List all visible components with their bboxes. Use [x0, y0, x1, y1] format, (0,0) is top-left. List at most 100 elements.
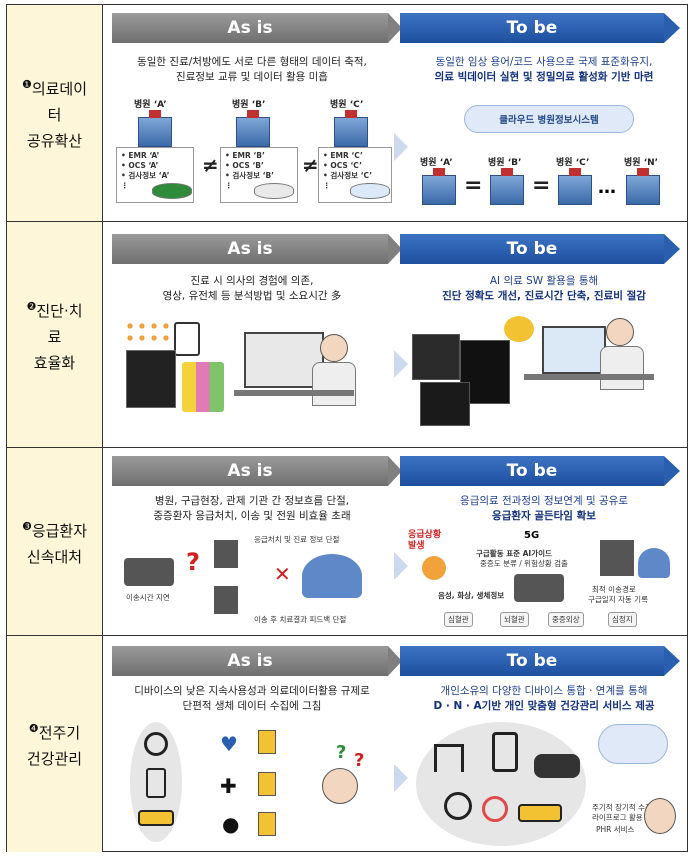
medical-staff-icon — [638, 548, 670, 578]
database-lock-icon — [258, 812, 276, 836]
as-is-description: 동일한 진료/처방에도 서로 다른 형태의 데이터 축적, 진료정보 교류 및 … — [137, 56, 367, 83]
database-icon — [152, 183, 192, 199]
hospital-building-icon — [138, 110, 172, 147]
x-mark: ✕ — [274, 562, 291, 586]
question-mark: ? — [336, 742, 347, 763]
hospital-label: 병원 ‘B’ — [488, 158, 522, 168]
arrow-right-icon — [394, 133, 408, 161]
as-is-banner: As is — [112, 456, 402, 486]
note-feedback-disconnect: 이송 후 치료결과 피드백 단절 — [254, 615, 347, 624]
home-icon — [434, 744, 464, 772]
note-severity: 중증도 분류 / 위험상황 검출 — [480, 559, 568, 568]
row-label-line: 신속대처 — [26, 547, 83, 566]
row-label-line: 건강관리 — [26, 750, 83, 768]
note-lifelog: 주기적 장기적 수집한 — [592, 803, 659, 812]
tag-cardio: 심혈관 — [444, 612, 473, 627]
note-vitals: 음성, 화상, 생체정보 — [438, 591, 505, 600]
ambulance-icon — [124, 558, 174, 586]
hospital-icon — [600, 540, 634, 576]
row-label-line: 공유확산 — [26, 132, 83, 150]
user-icon — [644, 798, 676, 834]
database-icon — [254, 183, 294, 199]
row-lifecycle: ❹전주기 건강관리 As is To be 디바이스의 낮은 지속사용성과 의료… — [7, 636, 687, 852]
hospital-icon — [214, 586, 238, 614]
sync-icon — [482, 796, 508, 822]
to-be-description: 동일한 임상 용어/코드 사용으로 국제 표준화유지, 의료 빅데이터 실현 및… — [434, 56, 654, 83]
desk — [234, 390, 354, 396]
user-icon — [322, 768, 358, 804]
row-data-sharing: ❶의료데이 터 공유확산 As is To be 동일한 진료/처방에도 서로 … — [7, 5, 687, 222]
row-label: ❸응급환자 신속대처 — [7, 448, 103, 635]
heart-icon — [504, 316, 534, 342]
medical-staff-icon — [302, 554, 362, 598]
as-is-banner: As is — [112, 13, 402, 43]
row-label-line: 응급환자 — [31, 521, 88, 540]
to-be-description: 개인소유의 다양한 디바이스 통합 · 연계를 통해 D · N · A기반 개… — [433, 685, 655, 712]
doctor-head — [320, 334, 348, 362]
database-lock-icon — [258, 730, 276, 754]
doctor-body — [600, 346, 644, 390]
cloud-storage — [598, 724, 668, 764]
row-label-line: 전주기 — [38, 724, 81, 742]
note-phr: PHR 서비스 — [596, 825, 635, 834]
device-hub — [416, 722, 586, 846]
hospital-icon — [214, 540, 238, 568]
location-pin-icon: ● — [222, 812, 240, 836]
row-label: ❶의료데이 터 공유확산 — [7, 5, 103, 221]
hospital-building-icon — [422, 168, 456, 205]
cloud-system: 클라우드 병원정보시스템 — [464, 105, 634, 133]
to-be-description: 응급의료 전과정의 정보연계 및 공유로 응급환자 골든타임 확보 — [460, 495, 628, 522]
equal-sign: = — [532, 173, 551, 198]
row-content: As is To be 디바이스의 낮은 지속사용성과 의료데이터활용 규제로 … — [104, 636, 687, 852]
note-info-disconnect: 응급처치 및 진료 정보 단절 — [254, 535, 340, 544]
row-number: ❶ — [21, 78, 32, 91]
tag-cardiac-arrest: 심정지 — [608, 612, 637, 627]
ct-image — [412, 334, 460, 380]
patient-icon — [422, 556, 446, 580]
doctor-body — [312, 362, 356, 406]
row-label-line: 의료데이 — [31, 80, 88, 98]
smartphone-icon — [492, 732, 518, 772]
xray-image — [420, 382, 470, 426]
database-icon — [350, 183, 390, 199]
hospital-building-icon — [558, 168, 592, 205]
5g-badge: 5G — [524, 530, 540, 541]
note-transfer-delay: 이송시간 지연 — [126, 593, 170, 602]
hospital-building-icon — [236, 110, 270, 147]
row-number: ❷ — [26, 299, 37, 313]
hospital-building-icon — [626, 168, 660, 205]
row-content: As is To be 진료 시 의사의 경험에 의존, 영상, 유전체 등 분… — [104, 222, 687, 447]
smart-glasses-icon — [138, 810, 174, 826]
tag-trauma: 중증외상 — [548, 612, 584, 627]
smartphone-icon — [146, 768, 166, 798]
equal-sign: = — [464, 173, 483, 198]
not-equal-sign: ≠ — [202, 153, 219, 177]
smartwatch-icon — [444, 792, 472, 820]
clipboard-icon — [174, 322, 200, 356]
database-lock-icon — [258, 772, 276, 796]
row-number: ❹ — [28, 722, 39, 735]
row-label-line: 료 — [47, 327, 62, 346]
row-label-line: 진단·치 — [36, 301, 83, 320]
row-content: As is To be 병원, 구급현장, 관제 기관 간 정보흐름 단절, 중… — [104, 448, 687, 635]
heart-rate-icon: ♥ — [220, 732, 238, 756]
hospital-label: 병원 ‘C’ — [330, 100, 364, 110]
to-be-banner: To be — [400, 646, 680, 676]
note-ai-guide: 구급활동 표준 AI가이드 — [476, 549, 552, 558]
figure-frame: ❶의료데이 터 공유확산 As is To be 동일한 진료/처방에도 서로 … — [6, 4, 688, 852]
tag-cerebro: 뇌혈관 — [500, 612, 529, 627]
as-is-banner: As is — [112, 646, 402, 676]
doctor-head — [606, 318, 634, 346]
note-emergency: 응급상황 발생 — [408, 530, 442, 551]
row-content: As is To be 동일한 진료/처방에도 서로 다른 형태의 데이터 축적… — [104, 5, 687, 221]
hospital-label: 병원 ‘N’ — [624, 158, 659, 168]
hospital-building-icon — [490, 168, 524, 205]
row-label-line: 효율화 — [33, 353, 76, 372]
not-equal-sign: ≠ — [302, 153, 319, 177]
row-label: ❷진단·치 료 효율화 — [7, 222, 103, 447]
arrow-right-icon — [394, 350, 408, 378]
to-be-banner: To be — [400, 234, 680, 264]
row-emergency: ❸응급환자 신속대처 As is To be 병원, 구급현장, 관제 기관 간… — [7, 448, 687, 636]
hospital-building-icon — [334, 110, 368, 147]
as-is-description: 병원, 구급현장, 관제 기관 간 정보흐름 단절, 중증환자 응급처치, 이송… — [153, 495, 351, 522]
